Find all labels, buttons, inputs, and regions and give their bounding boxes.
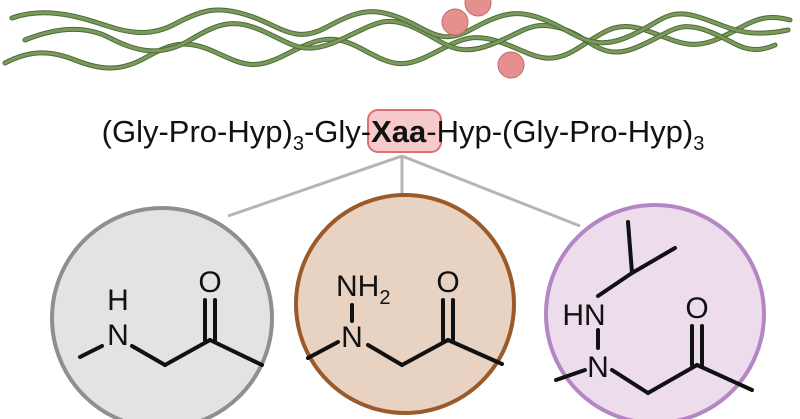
connector-right [401, 154, 581, 228]
azaglycine-nh2-main: NH [336, 270, 379, 303]
isopropyl-atom-hn: HN [562, 299, 605, 332]
residue-sphere-1 [464, 0, 492, 17]
residue-circle-azaglycine: NH2 N O [294, 193, 516, 415]
helix-strand-2 [23, 19, 777, 54]
glycine-bond-c-right [208, 338, 264, 367]
isopropyl-bond-ch-me-up [626, 220, 634, 275]
azaglycine-bond-ch2-c [400, 338, 450, 367]
isopropyl-bond-c-right [695, 363, 754, 392]
residue-circle-glycine: H N O [50, 206, 274, 419]
helix-strand-1 [3, 15, 792, 70]
helix-strand-2-group [22, 18, 778, 55]
peptide-sequence: (Gly-Pro-Hyp)3-Gly-Xaa-Hyp-(Gly-Pro-Hyp)… [102, 114, 705, 155]
helix-strand-3-group [9, 7, 791, 46]
sequence-xaa: Xaa [371, 114, 427, 149]
azaglycine-circle-bg [294, 193, 516, 415]
glycine-atom-n: N [107, 319, 129, 352]
isopropyl-bond-left [554, 368, 587, 382]
glycine-circle-bg [50, 206, 274, 419]
glycine-bond-n-ch2 [130, 344, 167, 367]
sequence-right-unit: (Gly-Pro-Hyp) [502, 114, 693, 149]
sequence-left-repeat: 3 [293, 133, 304, 155]
residue-circle-isopropyl-azaglycine: HN N O [544, 203, 766, 419]
azaglycine-nh2-subscript: 2 [379, 287, 390, 309]
isopropyl-bond-ch2-c [646, 363, 699, 395]
sequence-gly-join: -Gly- [304, 114, 371, 149]
collagen-triple-helix [2, 7, 793, 71]
helix-strand-3 [10, 8, 790, 45]
glycine-bond-left [78, 344, 104, 359]
residue-spheres [441, 0, 525, 79]
azaglycine-structure: NH2 N O [306, 266, 504, 367]
azaglycine-atom-o: O [436, 266, 459, 299]
isopropyl-atom-o: O [685, 292, 708, 325]
connector-left [227, 154, 403, 218]
connector-lines [227, 154, 581, 228]
helix-strand-1-group [2, 14, 793, 71]
sequence-right-repeat: 3 [693, 133, 704, 155]
xaa-highlight-box [367, 109, 442, 153]
azaglycine-bond-n-ch2 [366, 343, 404, 367]
glycine-atom-h: H [107, 284, 129, 317]
sequence-right-join: -Hyp- [426, 114, 502, 149]
isopropyl-bond-ch-me-right [630, 246, 677, 275]
isopropyl-atom-n: N [587, 351, 609, 384]
azaglycine-atom-nh2: NH2 [336, 270, 390, 309]
azaglycine-bond-c-right [446, 338, 504, 366]
azaglycine-atom-n: N [341, 321, 363, 354]
glycine-bond-ch2-c [163, 338, 212, 367]
isopropyl-azaglycine-structure: HN N O [554, 220, 754, 395]
isopropyl-bond-n-ch2 [610, 368, 650, 395]
residue-sphere-2 [441, 8, 469, 36]
glycine-atom-o: O [198, 266, 221, 299]
azaglycine-bond-left [306, 340, 340, 360]
residue-sphere-3 [497, 51, 525, 79]
sequence-left-unit: (Gly-Pro-Hyp) [102, 114, 293, 149]
isopropyl-bond-hn-ch [596, 271, 634, 298]
isopropyl-azaglycine-circle-bg [544, 203, 766, 419]
glycine-structure: H N O [78, 266, 264, 367]
